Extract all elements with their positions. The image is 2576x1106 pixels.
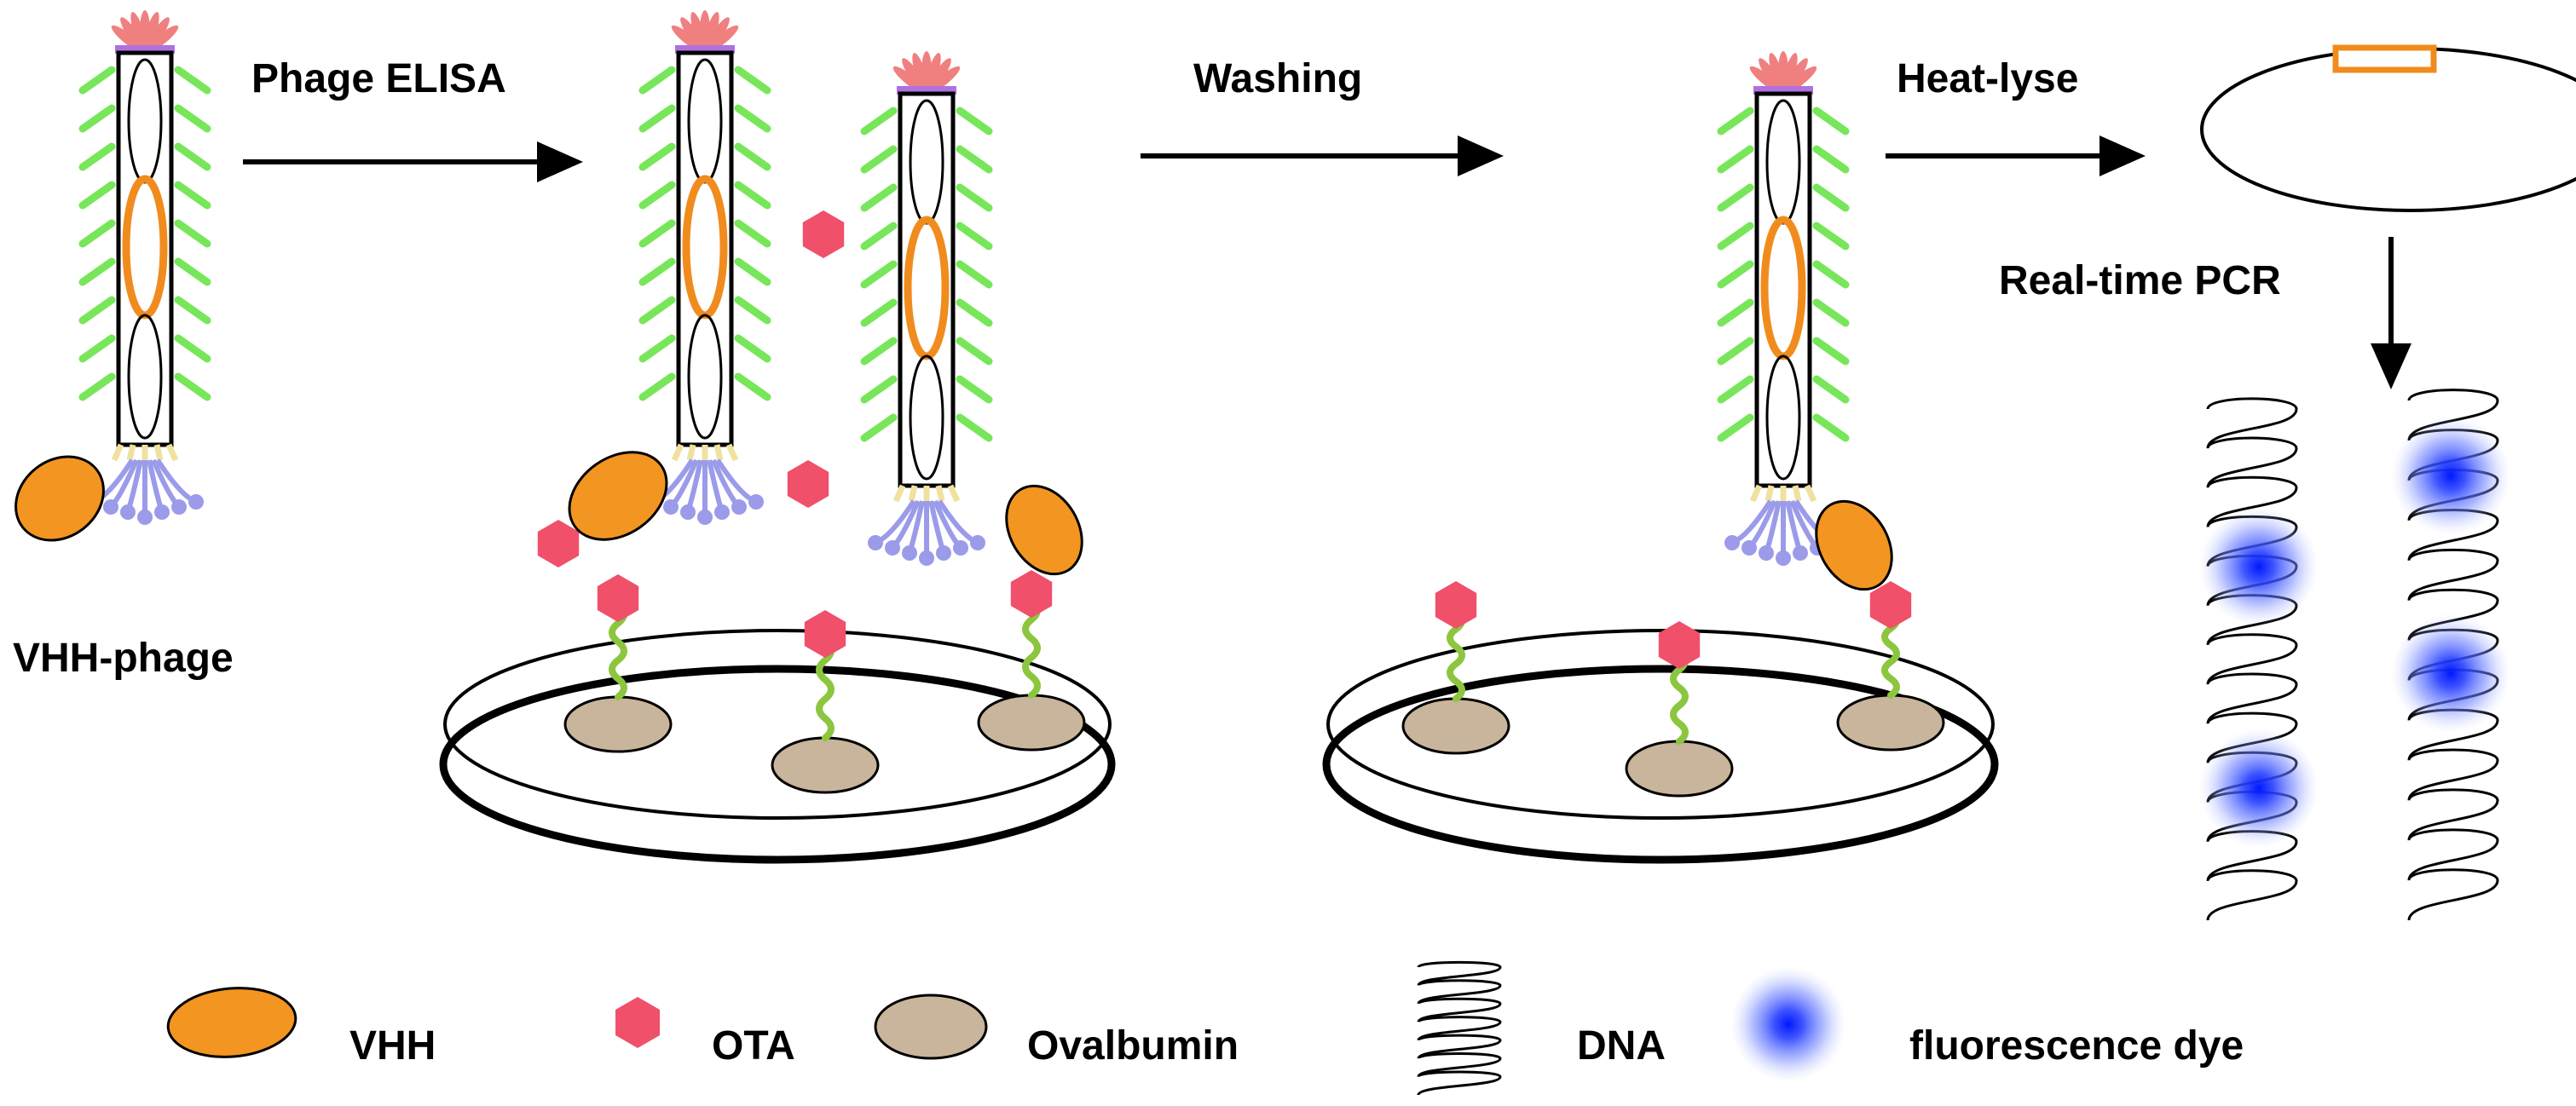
vhh-group [14, 451, 1893, 591]
ota-linker [1670, 648, 1689, 745]
phage-head-proteins [892, 51, 961, 94]
ota-free [787, 460, 829, 508]
vhh-phage-label: VHH-phage [13, 636, 234, 681]
phage-cap [1753, 86, 1813, 95]
ota-linker [1022, 597, 1041, 699]
ota-group [537, 210, 1912, 745]
fluorescence-dye [2199, 507, 2319, 626]
phage-coat-fibers [860, 107, 993, 442]
legend-vhh-label: VHH [349, 1023, 436, 1069]
fluorescence-dye [2391, 416, 2510, 535]
legend-vhh-symbol [166, 987, 297, 1058]
step-label-heat-lyse: Heat-lyse [1897, 56, 2078, 101]
legend: VHH OTA Ovalbumin DNA fluorescence dye [166, 960, 2244, 1097]
legend-ota-symbol [615, 997, 660, 1048]
ovalbumin [1836, 694, 1945, 752]
ota-free [537, 520, 580, 567]
ovalbumin [1401, 697, 1510, 755]
phage-cap [897, 86, 956, 95]
ovalbumin [771, 736, 880, 794]
ovalbumin [977, 694, 1086, 752]
phage-genome-loop [687, 314, 723, 440]
legend-ovalbumin-label: Ovalbumin [1027, 1023, 1239, 1069]
ota-bound [1658, 621, 1701, 669]
ota-bound [1435, 581, 1477, 629]
ovalbumin [563, 695, 673, 753]
phage-genome-loop [1765, 354, 1801, 481]
vhh [14, 455, 105, 542]
phage-coat-fibers [1717, 107, 1850, 442]
ota-bound [597, 574, 639, 622]
legend-dna-symbol [1417, 960, 1502, 1097]
ota-bound [804, 610, 846, 658]
phage-tail-proteins [868, 484, 985, 566]
step-label-real-time-pcr: Real-time PCR [1999, 258, 2281, 303]
legend-fluorescence-dye-symbol [1730, 966, 1846, 1082]
phage [78, 10, 211, 525]
vhh [1005, 484, 1083, 576]
phage [1717, 51, 1850, 566]
vhh [568, 451, 668, 541]
legend-fluorescence-dye-label: fluorescence dye [1909, 1023, 2244, 1069]
ota-bound [1869, 581, 1912, 629]
fluorescence-dye [2199, 729, 2319, 848]
phage-group [78, 10, 1850, 566]
legend-ovalbumin-symbol [874, 994, 988, 1060]
step-label-phage-elisa: Phage ELISA [251, 56, 506, 101]
phage [860, 51, 993, 566]
ota-linker [609, 602, 627, 700]
legend-ota-label: OTA [712, 1023, 795, 1069]
plate-1 [439, 629, 1116, 864]
vhh [1815, 499, 1893, 591]
phage [638, 10, 771, 525]
plasmid-insert [2332, 44, 2437, 73]
plasmid [2200, 44, 2576, 212]
plate-2 [1322, 629, 1999, 864]
legend-dna-label: DNA [1577, 1023, 1666, 1069]
fluorescence-dye-group [2199, 416, 2510, 848]
phage-cap [115, 45, 175, 54]
ovalbumin-group [563, 694, 1945, 798]
ovalbumin [1625, 740, 1734, 798]
phage-genome-loop [909, 354, 944, 481]
phage-genome-loop [127, 314, 163, 440]
phage-cap [675, 45, 735, 54]
ota-free [802, 210, 845, 258]
phage-coat-fibers [638, 66, 771, 401]
ota-linker [816, 637, 835, 741]
step-label-washing: Washing [1193, 56, 1362, 101]
ota-bound [1010, 570, 1053, 618]
phage-coat-fibers [78, 66, 211, 401]
fluorescence-dye [2391, 613, 2510, 733]
